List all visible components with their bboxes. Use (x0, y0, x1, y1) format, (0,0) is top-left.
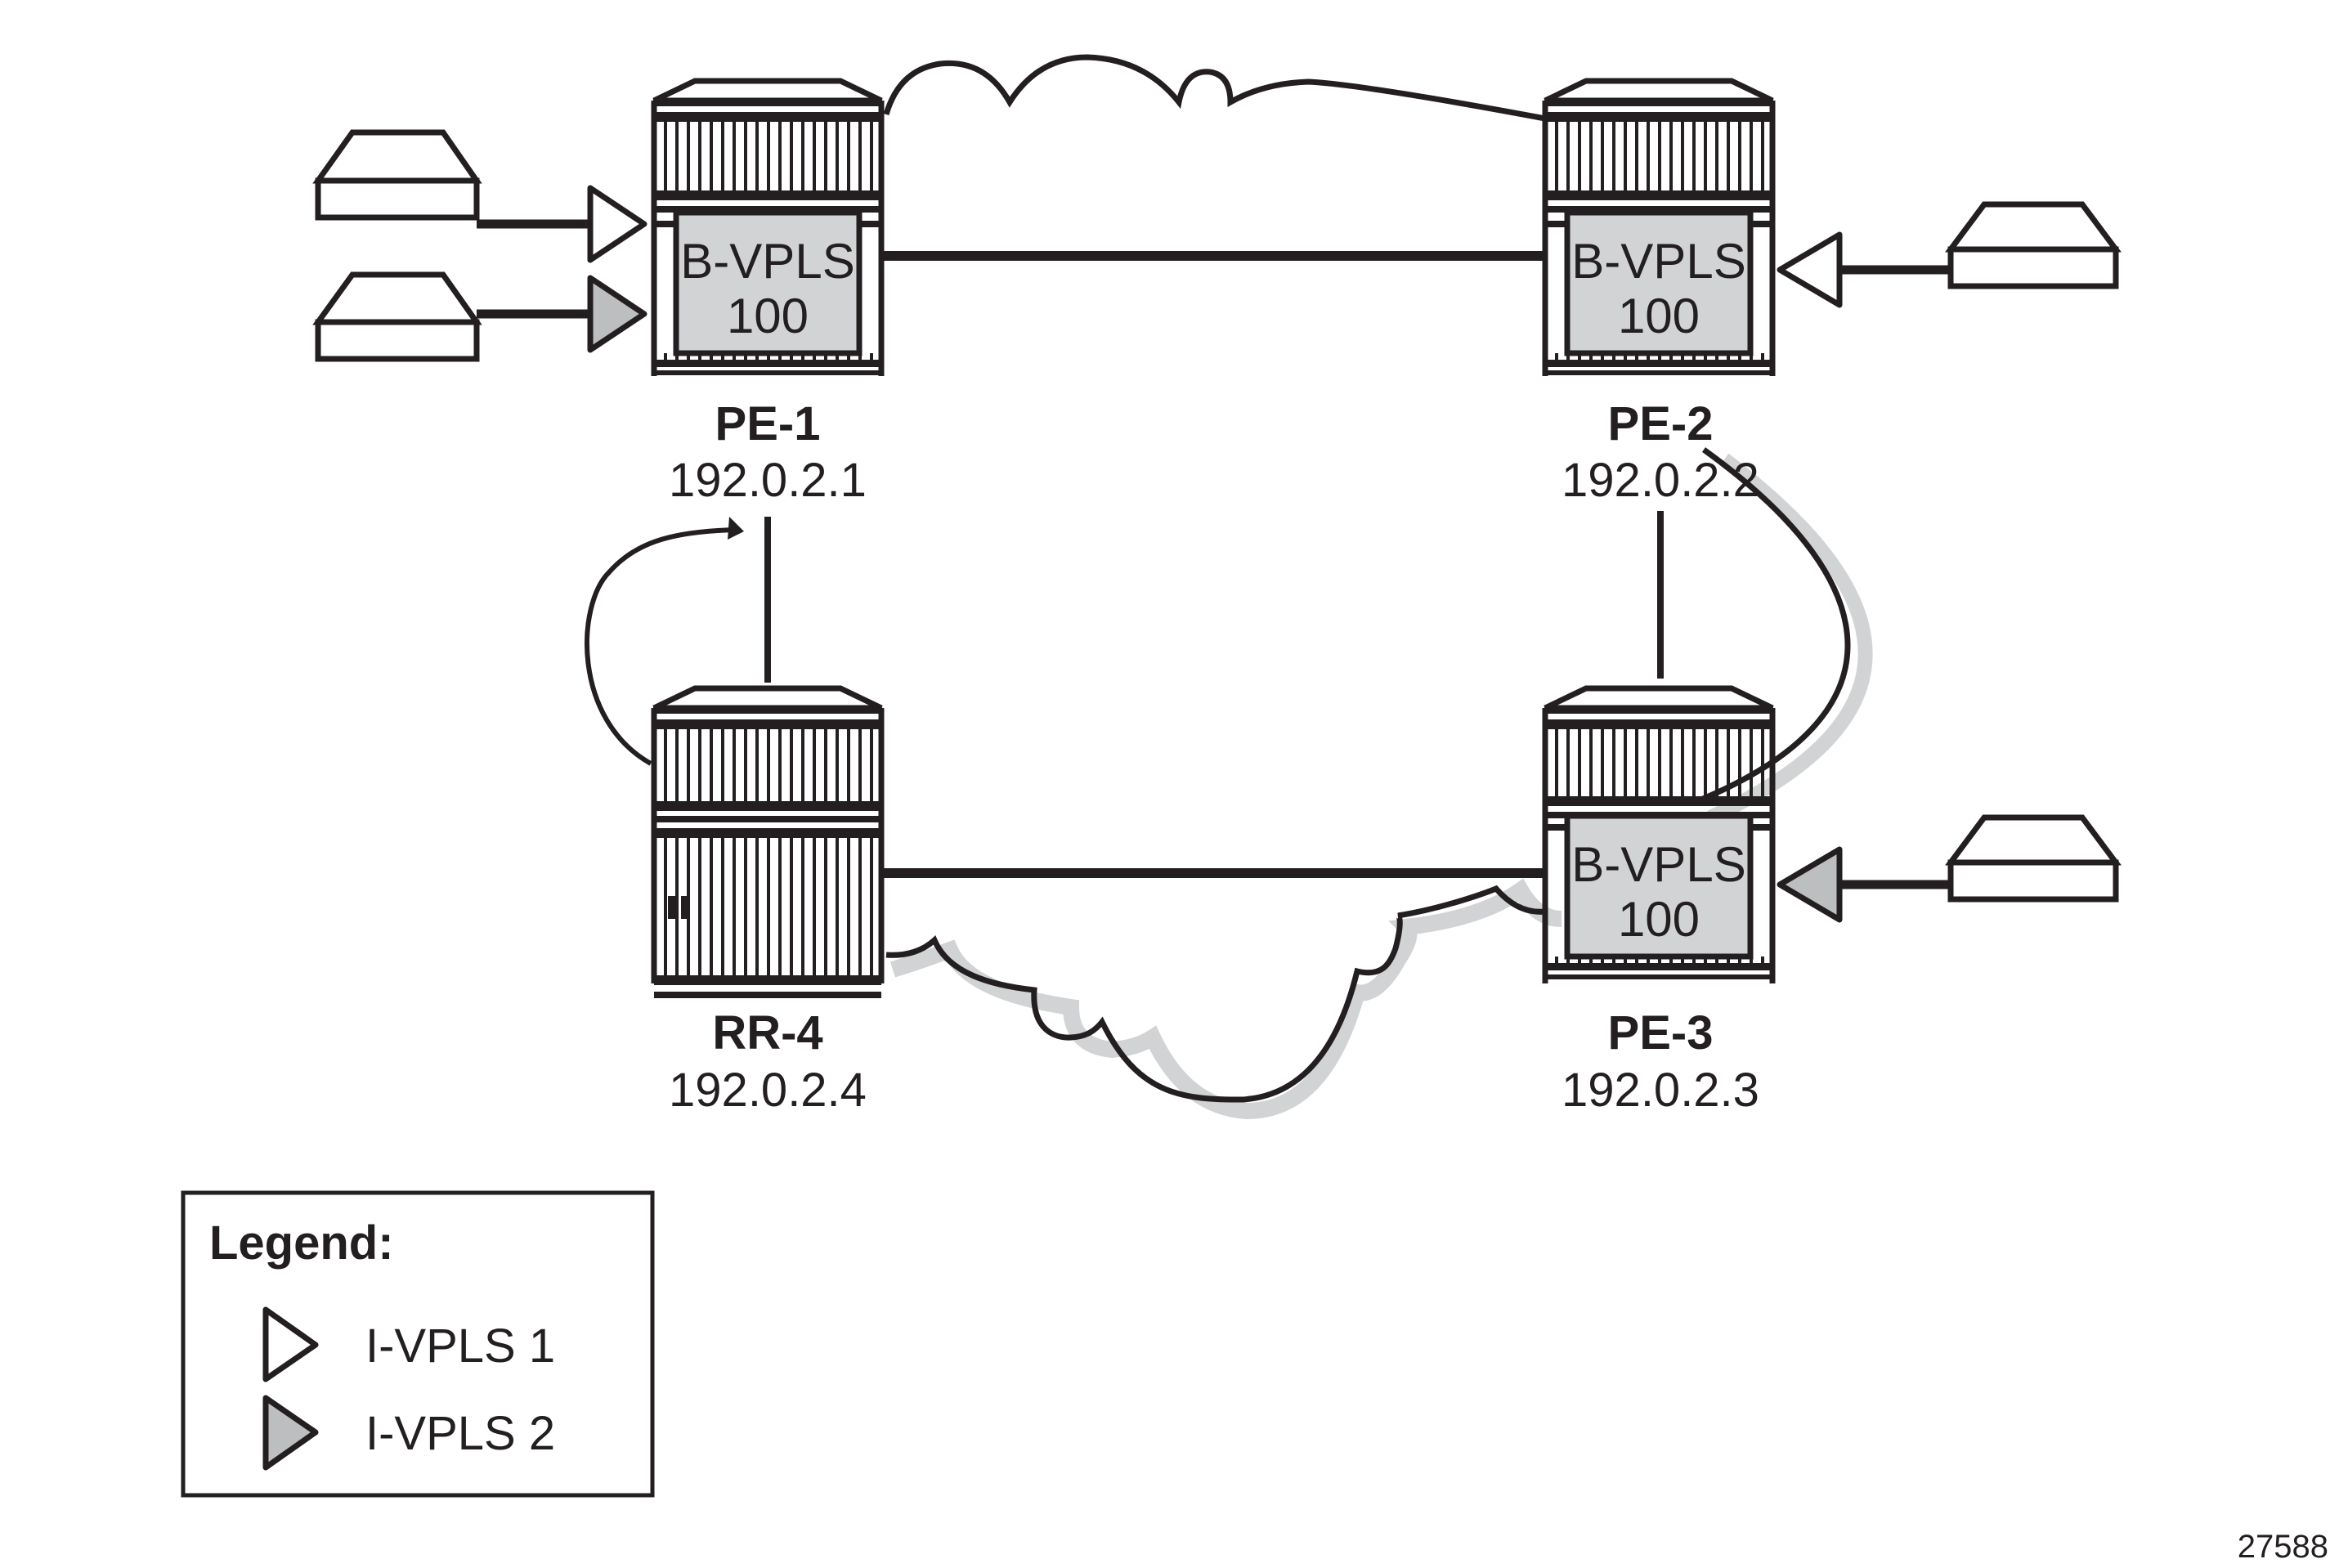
service-label-line1: B-VPLS (1571, 234, 1745, 289)
legend-item-ivpls1: I-VPLS 1 (365, 1319, 555, 1373)
links (764, 251, 1664, 878)
node-name-pe2: PE-2 (1608, 397, 1714, 450)
router-rr4[interactable] (654, 688, 881, 998)
node-name-rr4: RR-4 (712, 1006, 822, 1060)
router-pe1[interactable]: B-VPLS 100 (654, 81, 881, 376)
ce-device-pe3-ivpls2[interactable] (1777, 814, 2122, 923)
ce-switch-icon (1945, 201, 2122, 253)
node-name-pe3: PE-3 (1608, 1006, 1714, 1060)
ivpls2-legend-icon (262, 1395, 319, 1471)
led-indicator-icon (668, 896, 677, 919)
ce-device-pe2-ivpls1[interactable] (1777, 201, 2122, 308)
figure-number: 27588 (2238, 1529, 2328, 1565)
legend-box (181, 1190, 655, 1498)
ce-device-pe1-ivpls2[interactable] (312, 271, 647, 362)
service-label-line2: 100 (1618, 289, 1700, 343)
service-box (1564, 209, 1754, 356)
legend-item-ivpls2: I-VPLS 2 (365, 1407, 555, 1460)
ce-device-pe1-ivpls1[interactable] (312, 129, 647, 263)
ivpls2-triangle-icon (1777, 846, 1843, 923)
arrowhead-icon (728, 517, 744, 540)
ce-switch-icon (312, 271, 482, 325)
ivpls1-triangle-icon (1777, 231, 1843, 308)
service-label-line1: B-VPLS (1571, 837, 1745, 892)
ivpls1-triangle-icon (587, 185, 647, 263)
legend: Legend: I-VPLS 1 I-VPLS 2 (181, 1190, 655, 1498)
legend-title: Legend: (209, 1216, 394, 1270)
node-ip-pe2: 192.0.2.2 (1562, 454, 1759, 507)
node-ip-pe3: 192.0.2.3 (1562, 1064, 1759, 1117)
node-ip-pe1: 192.0.2.1 (669, 454, 867, 507)
ce-switch-icon (1945, 814, 2122, 866)
node-ip-rr4: 192.0.2.4 (669, 1064, 867, 1117)
service-label-line2: 100 (1618, 892, 1700, 947)
router-pe2[interactable]: B-VPLS 100 (1545, 81, 1772, 376)
network-cloud (883, 54, 1562, 1120)
service-label-line1: B-VPLS (680, 234, 854, 289)
session-rr4-pe1 (585, 527, 737, 766)
ivpls1-legend-icon (262, 1306, 319, 1382)
ce-switch-icon (312, 129, 482, 184)
ivpls2-triangle-icon (587, 275, 647, 353)
node-name-pe1: PE-1 (715, 397, 821, 450)
service-label-line2: 100 (727, 289, 809, 343)
node-labels: PE-1 192.0.2.1 PE-2 192.0.2.2 RR-4 192.0… (669, 397, 1759, 1117)
router-pe3[interactable]: B-VPLS 100 (1545, 688, 1772, 983)
